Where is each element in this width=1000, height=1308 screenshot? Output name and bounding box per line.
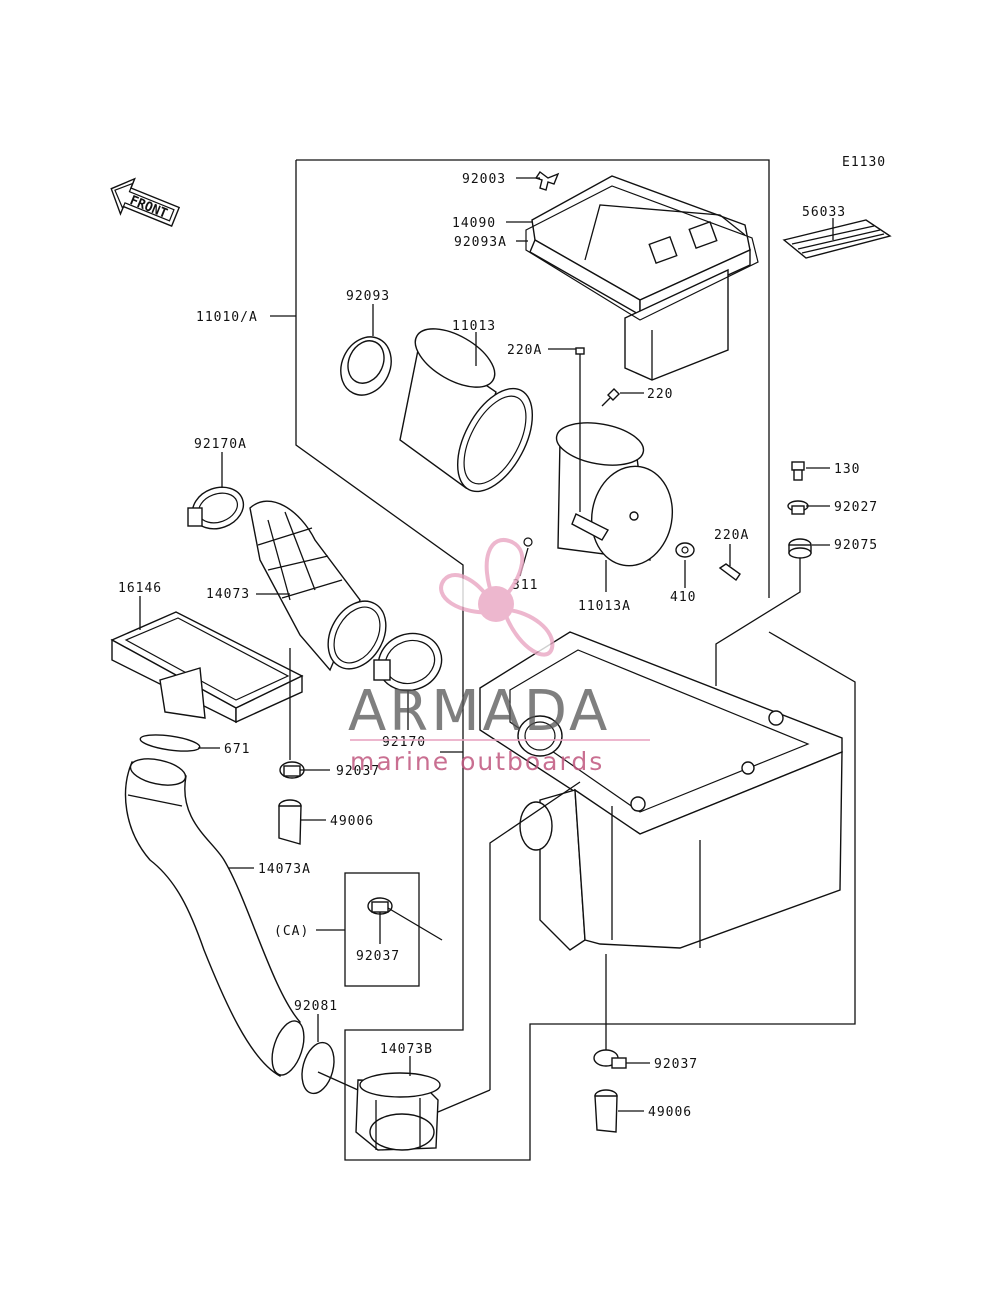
label-92170: 92170 [382, 735, 426, 750]
duct-adapter-14073B [355, 1072, 441, 1151]
label-92037-ca: 92037 [356, 949, 400, 964]
washer-410 [675, 542, 695, 558]
label-311: 311 [512, 578, 538, 593]
leader-lines [139, 177, 834, 1113]
armada-logo-icon [439, 538, 555, 657]
label-11010A: 11010/A [196, 310, 258, 325]
label-14073B: 14073B [380, 1042, 433, 1057]
pad-56033 [782, 219, 892, 259]
label-92093A: 92093A [454, 235, 507, 250]
label-410: 410 [670, 590, 696, 605]
label-49006-b: 49006 [648, 1105, 692, 1120]
bolt-130-icon [791, 461, 805, 481]
assembly-frame-lines [270, 159, 856, 1161]
o-ring-671 [139, 734, 201, 752]
clamp-92170A [187, 486, 245, 530]
o-ring-92081 [301, 1041, 335, 1095]
watermark-subtitle: marine outboards [350, 747, 604, 776]
label-14090: 14090 [452, 216, 496, 231]
label-92075: 92075 [834, 538, 878, 553]
label-56033: 56033 [802, 205, 846, 220]
filter-holder [523, 422, 674, 567]
seal-92093 [340, 336, 392, 396]
label-220A-top: 220A [507, 343, 542, 358]
air-cleaner-case [479, 631, 843, 951]
clamp-92170 [373, 632, 443, 692]
intake-box-16146 [110, 611, 304, 724]
label-11013A: 11013A [578, 599, 631, 614]
label-CA: (CA) [274, 924, 309, 939]
label-92003: 92003 [462, 172, 506, 187]
label-220A-side: 220A [714, 528, 749, 543]
diagram-code: E1130 [842, 155, 886, 170]
label-14073A: 14073A [258, 862, 311, 877]
filter-element [399, 328, 534, 493]
label-49006-a: 49006 [330, 814, 374, 829]
label-11013: 11013 [452, 319, 496, 334]
watermark: ARMADA marine outboards [348, 538, 650, 776]
hose-49006-b [594, 1089, 618, 1133]
cover-gasket [525, 185, 759, 321]
wing-bolt-icon [534, 170, 560, 191]
label-220: 220 [647, 387, 673, 402]
label-92027: 92027 [834, 500, 878, 515]
label-92037-a: 92037 [336, 764, 380, 779]
duct-14073 [249, 500, 387, 672]
screw-icon [575, 347, 741, 582]
ca-variant-box [344, 872, 420, 987]
hose-49006-a [278, 799, 302, 845]
label-16146: 16146 [118, 581, 162, 596]
duct-14073A [124, 758, 305, 1077]
clamp-92037-b [593, 1049, 627, 1069]
label-671: 671 [224, 742, 250, 757]
label-14073: 14073 [206, 587, 250, 602]
grommet-92075 [788, 538, 812, 559]
label-92037-b: 92037 [654, 1057, 698, 1072]
label-92170A: 92170A [194, 437, 247, 452]
label-92093: 92093 [346, 289, 390, 304]
part-labels: 92003 14090 92093A 56033 11010/A 92093 1… [118, 172, 878, 1120]
label-130: 130 [834, 462, 860, 477]
clamp-92037-a [279, 761, 305, 779]
front-arrow-icon: FRONT [110, 177, 181, 227]
watermark-title: ARMADA [348, 679, 610, 744]
clamp-92037-ca [367, 897, 393, 915]
label-92081: 92081 [294, 999, 338, 1014]
collar-92027 [787, 500, 809, 515]
air-cleaner-cover [529, 175, 751, 381]
